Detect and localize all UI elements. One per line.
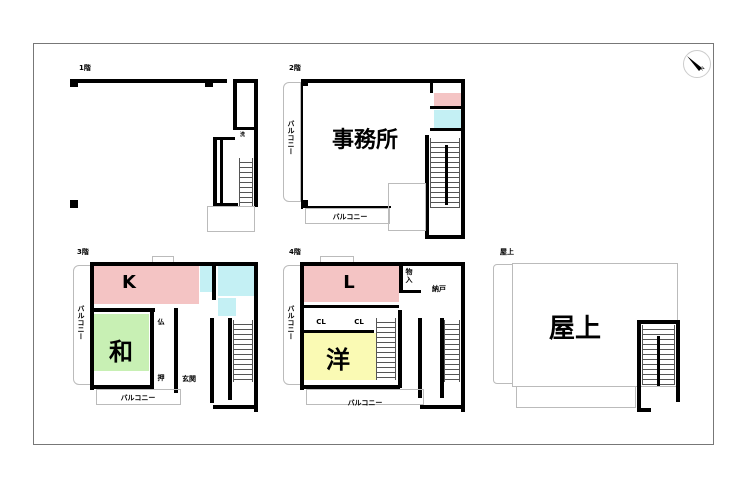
roof-title: 屋上 bbox=[548, 314, 601, 344]
nando-label: 納戸 bbox=[432, 285, 446, 293]
compass: N bbox=[683, 50, 711, 78]
balcony-side-label: バルコニー bbox=[287, 305, 295, 340]
balcony-bottom-label: バルコニー bbox=[332, 213, 368, 221]
balcony-bottom-label: バルコニー bbox=[347, 399, 383, 407]
japanese-room-label: 和 bbox=[109, 338, 133, 366]
oshiire-label: 押 bbox=[157, 374, 165, 382]
floor-1-label: 1階 bbox=[79, 64, 91, 72]
floorplan-frame bbox=[33, 43, 714, 445]
balcony-side-label: バルコニー bbox=[287, 120, 295, 155]
closet-2-label: CL bbox=[354, 318, 364, 326]
office-label: 事務所 bbox=[331, 128, 398, 153]
roof-label: 屋上 bbox=[500, 248, 514, 256]
storage-label: 物入 bbox=[405, 268, 413, 284]
living-label: L bbox=[343, 272, 355, 293]
floor-3-label: 3階 bbox=[77, 248, 89, 256]
western-room-label: 洋 bbox=[326, 346, 350, 374]
floor-4-label: 4階 bbox=[289, 248, 301, 256]
floor-2-label: 2階 bbox=[289, 64, 301, 72]
wc-mark: 洗 bbox=[240, 132, 246, 138]
kitchen-label: K bbox=[122, 272, 136, 293]
entrance-label: 玄関 bbox=[182, 375, 196, 383]
balcony-side-label: バルコニー bbox=[77, 305, 85, 340]
balcony-bottom-label: バルコニー bbox=[120, 394, 156, 402]
butsudan-label: 仏 bbox=[157, 318, 165, 326]
north-arrow-icon bbox=[687, 56, 702, 71]
closet-1-label: CL bbox=[316, 318, 326, 326]
